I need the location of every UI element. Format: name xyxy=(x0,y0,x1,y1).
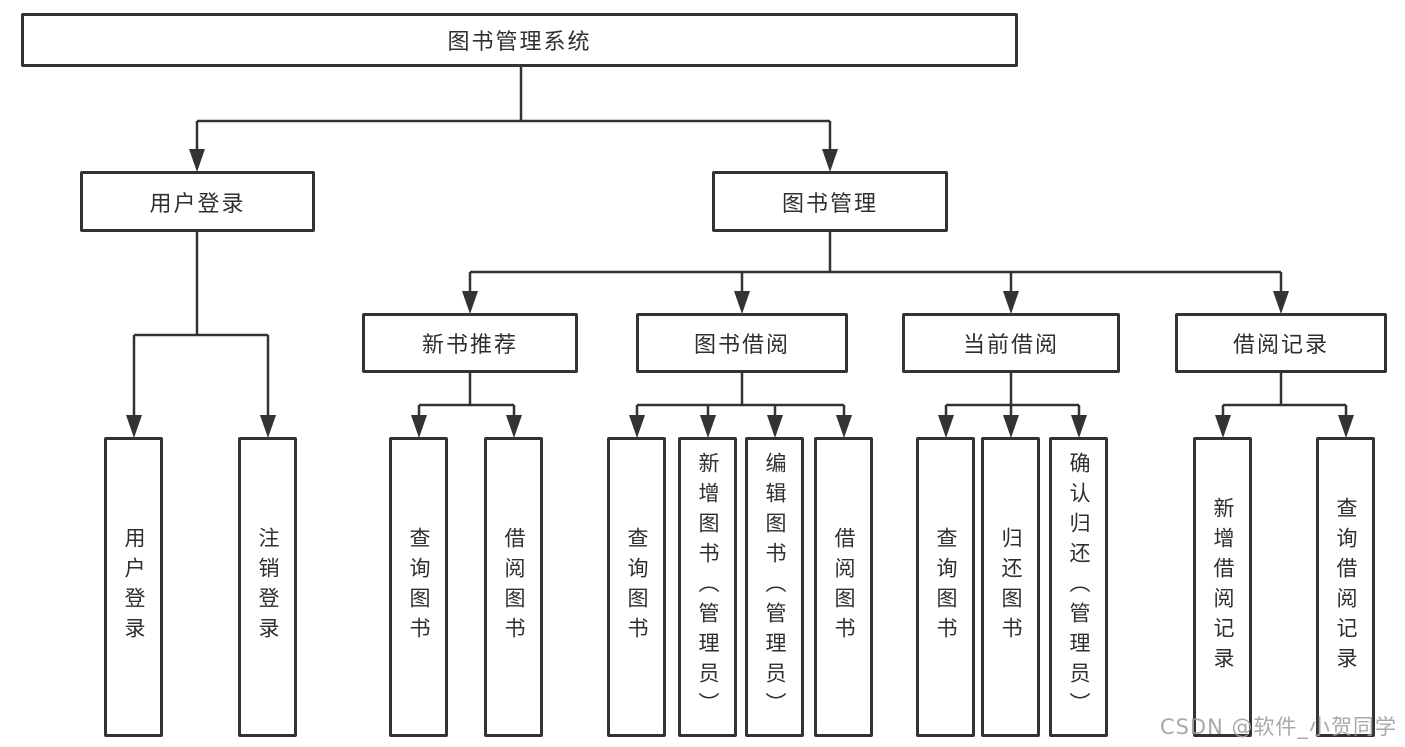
node-borrowing-records: 借阅记录 xyxy=(1175,313,1387,373)
arrow-down-icon xyxy=(126,415,142,438)
leaf-borrow-books-recommend: 借阅图书 xyxy=(484,437,543,737)
node-user-login: 用户登录 xyxy=(80,171,315,232)
arrow-down-icon xyxy=(836,415,852,438)
arrow-down-icon xyxy=(506,415,522,438)
arrow-down-icon xyxy=(700,415,716,438)
leaf-user-login: 用户登录 xyxy=(104,437,163,737)
node-book-management: 图书管理 xyxy=(712,171,948,232)
csdn-watermark: CSDN @软件_小贺同学 xyxy=(1159,715,1397,739)
arrow-down-icon xyxy=(822,149,838,172)
arrow-down-icon xyxy=(734,291,750,314)
leaf-return-books: 归还图书 xyxy=(981,437,1040,737)
arrow-down-icon xyxy=(1338,415,1354,438)
node-current-borrowing: 当前借阅 xyxy=(902,313,1120,373)
leaf-add-book-admin: 新增图书（管理员） xyxy=(678,437,737,737)
node-new-book-recommend: 新书推荐 xyxy=(362,313,578,373)
leaf-edit-book-admin: 编辑图书（管理员） xyxy=(745,437,804,737)
leaf-query-books-current: 查询图书 xyxy=(916,437,975,737)
arrow-down-icon xyxy=(1215,415,1231,438)
arrow-down-icon xyxy=(462,291,478,314)
leaf-query-books-recommend: 查询图书 xyxy=(389,437,448,737)
arrow-down-icon xyxy=(411,415,427,438)
leaf-borrow-books-borrowing: 借阅图书 xyxy=(814,437,873,737)
leaf-add-borrow-record: 新增借阅记录 xyxy=(1193,437,1252,737)
arrow-down-icon xyxy=(1003,291,1019,314)
arrow-down-icon xyxy=(1071,415,1087,438)
arrow-down-icon xyxy=(1003,415,1019,438)
leaf-logout: 注销登录 xyxy=(238,437,297,737)
leaf-query-books-borrowing: 查询图书 xyxy=(607,437,666,737)
arrow-down-icon xyxy=(767,415,783,438)
arrow-down-icon xyxy=(260,415,276,438)
arrow-down-icon xyxy=(629,415,645,438)
leaf-query-borrow-record: 查询借阅记录 xyxy=(1316,437,1375,737)
arrow-down-icon xyxy=(189,149,205,172)
node-book-management-system: 图书管理系统 xyxy=(21,13,1018,67)
arrow-down-icon xyxy=(1273,291,1289,314)
arrow-down-icon xyxy=(938,415,954,438)
node-book-borrowing: 图书借阅 xyxy=(636,313,848,373)
leaf-confirm-return-admin: 确认归还（管理员） xyxy=(1049,437,1108,737)
